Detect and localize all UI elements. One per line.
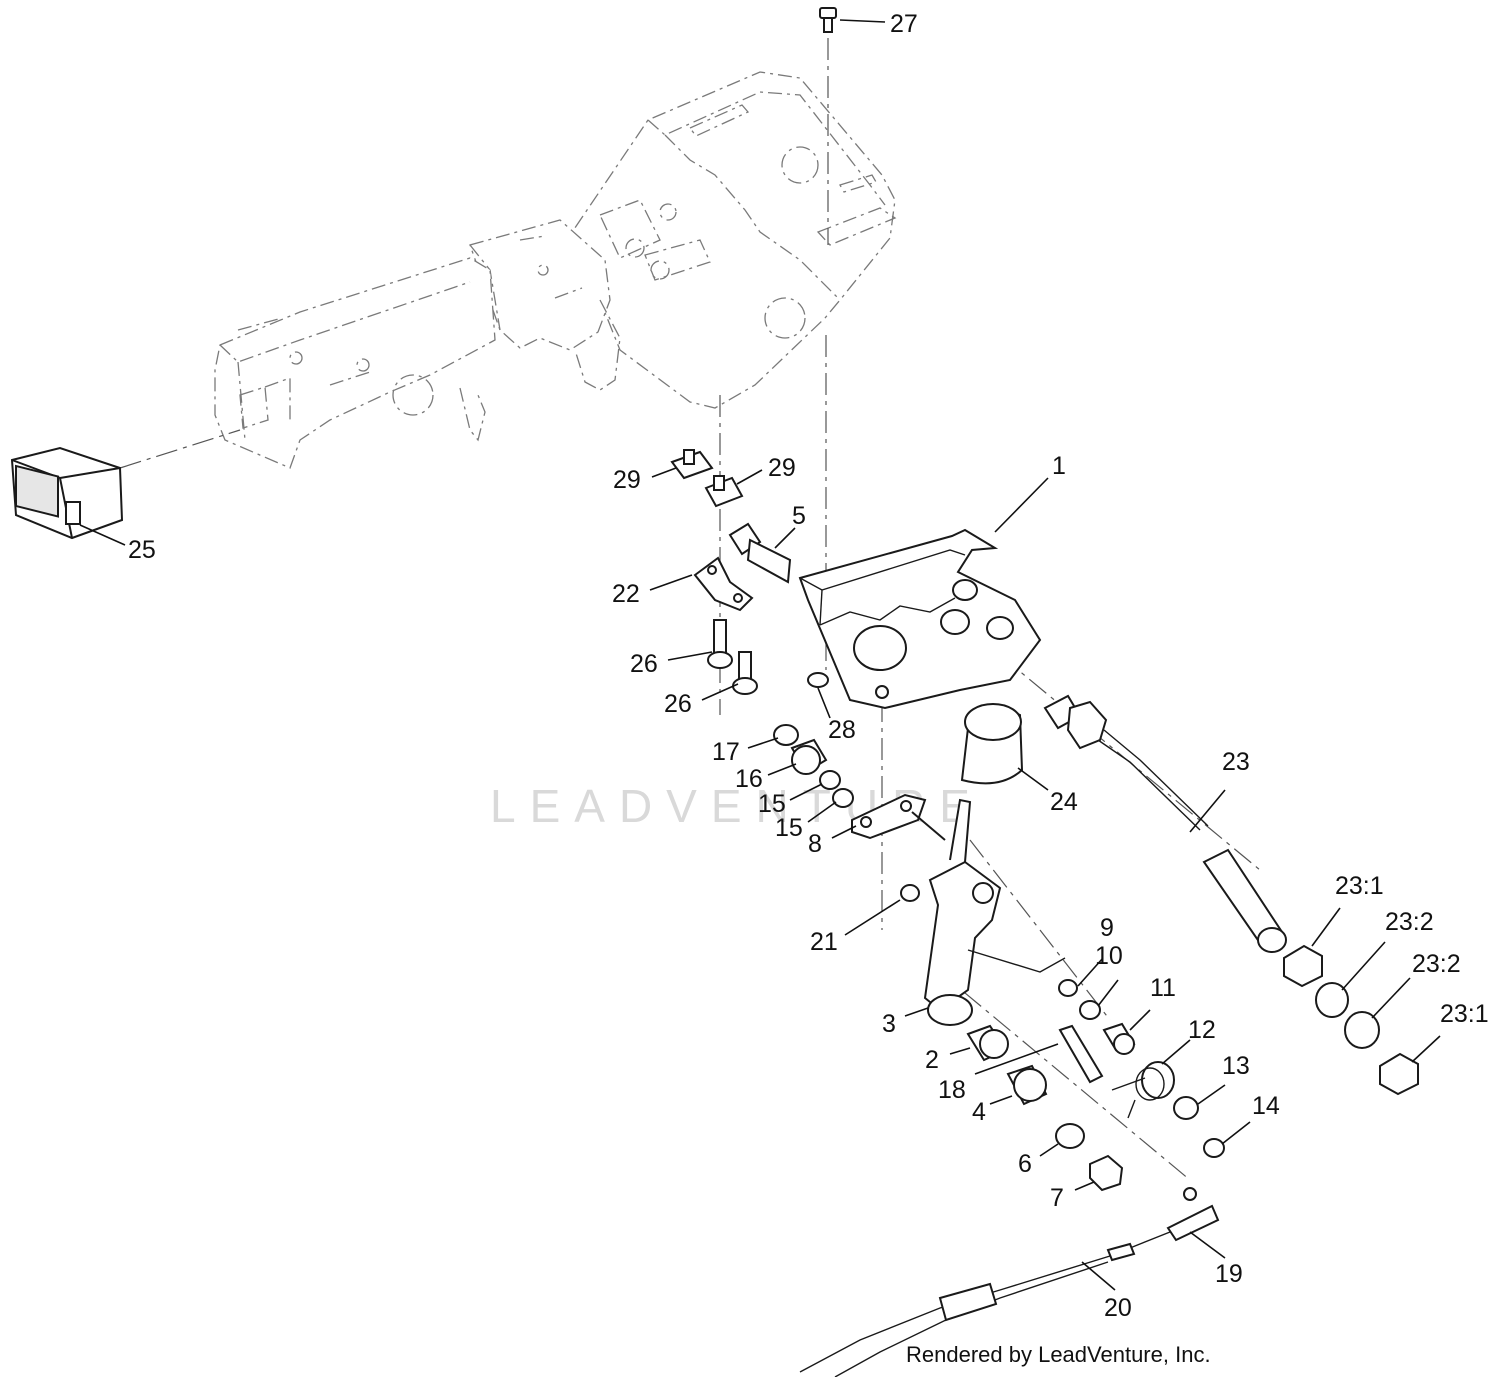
nut-23-1-b (1379, 1052, 1419, 1096)
link-8 (851, 793, 946, 841)
bushing-11 (1102, 1022, 1136, 1055)
callout-10: 10 (1095, 942, 1123, 970)
pivot-bolt-axis (969, 839, 1111, 1021)
callout-2: 2 (925, 1046, 939, 1074)
screw-26-lower (732, 651, 758, 695)
screw-26-upper (707, 619, 733, 669)
lock-washer-23-2-a (1315, 982, 1349, 1018)
callout-4: 4 (972, 1098, 986, 1126)
lock-washer-23-2-b (1344, 1011, 1380, 1049)
callout-11: 11 (1150, 974, 1176, 1002)
bushing-4 (1006, 1064, 1048, 1106)
callout-28: 28 (828, 716, 856, 744)
washer-15-a (819, 770, 841, 790)
nut-28 (807, 672, 829, 688)
render-credit: Rendered by LeadVenture, Inc. (906, 1342, 1211, 1367)
cable-20 (799, 1231, 1171, 1377)
callouts: 27 29 29 1 5 25 22 26 26 28 17 16 15 15 … (128, 10, 1489, 1322)
callout-23-1-a: 23:1 (1335, 872, 1384, 900)
plate-22 (693, 556, 754, 612)
callout-12: 12 (1188, 1016, 1216, 1044)
callout-26-upper: 26 (630, 650, 658, 678)
callout-8: 8 (808, 830, 822, 858)
lever-pivot-axis (934, 967, 1191, 1181)
callout-16: 16 (735, 765, 763, 793)
callout-23-1-b: 23:1 (1440, 1000, 1489, 1028)
leader-lines (79, 19, 1441, 1291)
grip-24 (960, 703, 1024, 785)
nut-7 (1089, 1154, 1124, 1192)
bracket-1 (798, 528, 1042, 710)
callout-29-lower: 29 (768, 454, 796, 482)
bolt-27 (819, 7, 837, 33)
washer-10 (1079, 1000, 1101, 1020)
bushing-2 (966, 1024, 1009, 1062)
callout-19: 19 (1215, 1260, 1243, 1288)
callout-21: 21 (810, 928, 838, 956)
callout-14: 14 (1252, 1092, 1280, 1120)
callout-20: 20 (1104, 1294, 1132, 1322)
callout-3: 3 (882, 1010, 896, 1038)
callout-18: 18 (938, 1076, 966, 1104)
spacer-16 (790, 738, 828, 775)
switch-23 (1043, 694, 1287, 953)
callout-15-b: 15 (775, 814, 803, 842)
shaft-18 (1058, 1024, 1104, 1084)
washer-15-b (832, 788, 854, 808)
washer-9 (1058, 979, 1078, 997)
nut-21 (900, 884, 920, 902)
callout-5: 5 (792, 502, 806, 530)
shoulder-bolt-5 (728, 522, 792, 584)
callout-1: 1 (1052, 452, 1066, 480)
callout-23-2-a: 23:2 (1385, 908, 1434, 936)
callout-27: 27 (890, 10, 918, 38)
nut-14 (1203, 1138, 1225, 1158)
callout-25: 25 (128, 536, 156, 564)
clip-29-upper (670, 449, 714, 480)
washer-6 (1055, 1123, 1085, 1149)
nut-23-1-a (1283, 944, 1323, 988)
callout-17: 17 (712, 738, 740, 766)
key-switch-25 (10, 446, 124, 540)
frame-outline (119, 71, 897, 469)
callout-29-upper: 29 (613, 466, 641, 494)
spring-12 (1111, 1061, 1175, 1119)
callout-26-lower: 26 (664, 690, 692, 718)
washer-13 (1173, 1096, 1199, 1120)
callout-6: 6 (1018, 1150, 1032, 1178)
callout-9: 9 (1100, 914, 1114, 942)
callout-23: 23 (1222, 748, 1250, 776)
callout-15-a: 15 (758, 790, 786, 818)
callout-24: 24 (1050, 788, 1078, 816)
callout-13: 13 (1222, 1052, 1250, 1080)
lever-3 (923, 798, 1066, 1026)
callout-7: 7 (1050, 1184, 1064, 1212)
callout-23-2-b: 23:2 (1412, 950, 1461, 978)
clip-29-lower (704, 475, 744, 508)
callout-22: 22 (612, 580, 640, 608)
nut-17 (773, 724, 799, 746)
ball-joint-19 (1166, 1187, 1220, 1242)
